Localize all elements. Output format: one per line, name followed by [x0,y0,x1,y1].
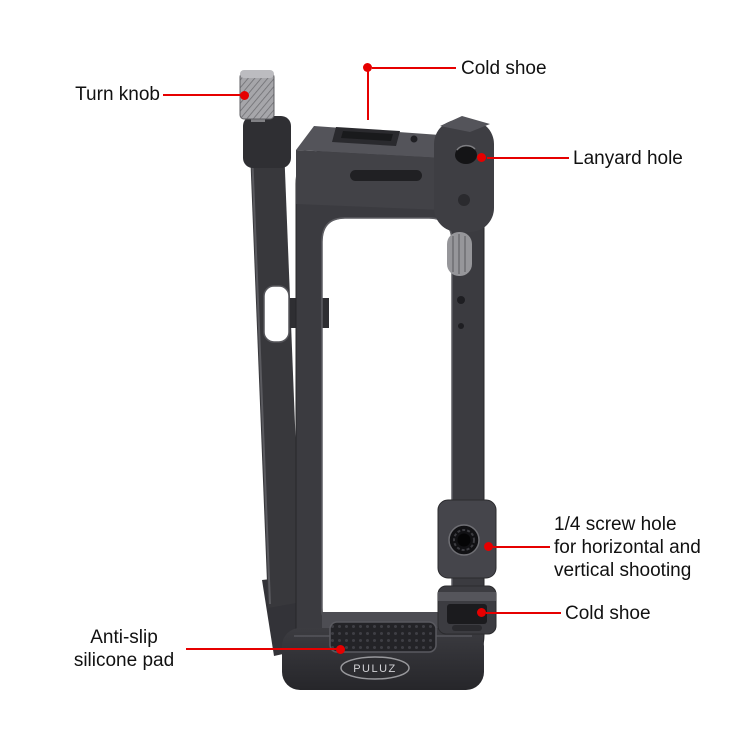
callout-line-turn-knob [163,94,241,96]
label-quarter-screw-hole-line1: 1/4 screw hole [554,514,677,535]
knob-mount-render [243,116,291,168]
callout-dot-lanyard-hole [477,153,486,162]
cold-shoe-top-render [332,127,400,146]
callout-line-cold-shoe-top-vertical [367,71,369,120]
brand-logo: PULUZ [340,656,410,680]
callout-dot-cold-shoe-top [363,63,372,72]
rail-hole-render [457,296,465,304]
rail-hole-render [458,323,464,329]
label-anti-slip-pad-line1: Anti-slip [90,627,158,648]
label-quarter-screw-hole-line2: for horizontal and [554,537,701,558]
callout-line-lanyard-hole [487,157,569,159]
callout-dot-turn-knob [240,91,249,100]
cold-shoe-side-render [437,585,497,635]
label-turn-knob: Turn knob [75,84,160,105]
label-lanyard-hole: Lanyard hole [573,148,683,169]
callout-line-cold-shoe-top [372,67,456,69]
callout-line-quarter-screw-hole [493,546,550,548]
top-bar-render [296,126,454,210]
label-anti-slip-pad-line2: silicone pad [73,650,175,671]
callout-dot-quarter-screw-hole [484,542,493,551]
brand-logo-text: PULUZ [353,663,397,675]
hinge-roller-render [447,232,472,276]
lanyard-hole-render [434,116,494,232]
label-cold-shoe-top: Cold shoe [461,58,547,79]
callout-line-anti-slip-pad [186,648,338,650]
callout-dot-anti-slip-pad [336,645,345,654]
label-quarter-screw-hole: 1/4 screw hole for horizontal and vertic… [554,513,701,582]
callout-line-cold-shoe-side [486,612,561,614]
label-anti-slip-pad: Anti-slip silicone pad [64,626,184,672]
silicone-pad-render [329,621,437,653]
screw-hole-render [437,499,497,579]
label-cold-shoe-side: Cold shoe [565,603,651,624]
callout-dot-cold-shoe-side [477,608,486,617]
label-quarter-screw-hole-line3: vertical shooting [554,560,692,581]
turn-knob-render [239,70,275,122]
